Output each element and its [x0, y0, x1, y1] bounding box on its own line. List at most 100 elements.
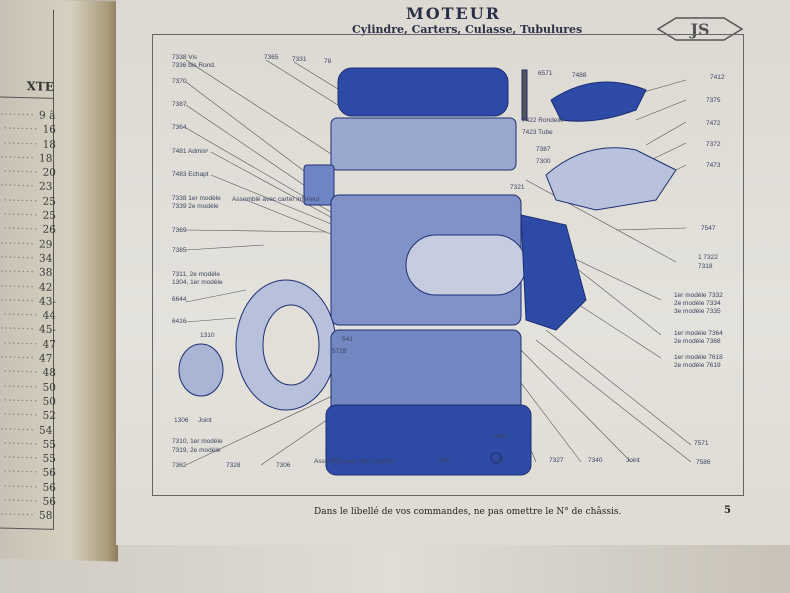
part-label: Joint [626, 457, 640, 464]
index-entry: ········ 56 [3, 465, 56, 480]
stud [521, 69, 528, 121]
part-label: 7339 2e modèle [172, 203, 219, 210]
index-entry: ········ 58 et 59 [0, 508, 56, 523]
part-label: 7547 [701, 225, 716, 232]
part-label: 7488 [572, 72, 587, 79]
part-label: 7365 [264, 54, 279, 61]
index-entry: ········ 16 [3, 122, 56, 137]
index-entry: ········ 20 [3, 165, 56, 180]
part-label: 7340 [588, 457, 603, 464]
part-label: 2e modèle 7619 [674, 362, 721, 369]
part-label: 7336 bis Rond. [172, 62, 216, 69]
index-entry: ········ 18 et 19 [0, 151, 56, 165]
part-label: 1304, 1er modèle [172, 279, 223, 286]
cylinder-head [330, 117, 517, 171]
part-label: 7338 1er modèle [172, 195, 221, 202]
oil-pan [325, 404, 532, 476]
part-label: 2e modèle 7334 [674, 300, 721, 307]
part-label: 7306 [276, 462, 291, 469]
part-label: 5728 [332, 348, 347, 355]
part-label: 7571 [694, 440, 709, 447]
engine-parts [178, 67, 677, 476]
part-label: 7481 [436, 457, 451, 464]
index-entry: ········ 42 et 43 [0, 280, 56, 294]
index-entry: ········ 25 [3, 194, 56, 208]
part-label: 7328 [226, 462, 241, 469]
part-label: 1310 [200, 332, 215, 339]
part-label: 7364 [172, 124, 187, 131]
index-entry: ········ 56 [3, 480, 56, 494]
catalog-page: MOTEUR Cylindre, Carters, Culasse, Tubul… [116, 0, 790, 545]
page-title: MOTEUR [406, 4, 501, 23]
part-label: 7472 [706, 120, 721, 127]
part-label: Assemblé avec bloc cylindre [314, 458, 397, 465]
part-label: 2e modèle 7368 [674, 338, 721, 345]
index-entry: ········ 54 et 55 [0, 422, 56, 437]
part-label: 541 [342, 336, 353, 343]
index-entry: ········ 38 et 39 [0, 265, 56, 280]
index-entry: ········ 52 [3, 408, 56, 423]
part-label: 7321 [510, 184, 525, 191]
part-label: 7375 [706, 97, 721, 104]
part-label: 573 [494, 457, 505, 464]
footer-note: Dans le libellé de vos commandes, ne pas… [314, 507, 622, 517]
part-label: 7318 [698, 263, 713, 270]
index-entry: ········ 34 à 36 [0, 251, 56, 265]
valve-cover [337, 67, 509, 117]
part-label: 3e modèle 7335 [674, 308, 721, 315]
part-label: 7362 [172, 462, 187, 469]
index-entry: ········ 44 [3, 308, 56, 323]
manifold-gasket [303, 164, 335, 206]
index-entry: ········ 50 [3, 380, 56, 394]
page-number: 5 [724, 505, 731, 516]
index-entry: ········ 29 à 31 [0, 237, 56, 251]
part-label: 7412 [710, 74, 725, 81]
part-label: 1er modèle 7364 [674, 330, 723, 337]
part-label: 7331 [292, 56, 307, 63]
diagram-frame [152, 34, 744, 496]
index-entry: ········ 23 et 24 [0, 179, 56, 194]
left-page: XTE ········ 9 à 14········ 16········ 1… [0, 0, 118, 562]
part-label: 78 [324, 58, 332, 65]
part-label: 1306 [174, 417, 189, 424]
leader-lines [185, 59, 692, 466]
engine-exploded-diagram [178, 59, 692, 476]
part-label: 7473 [706, 162, 721, 169]
part-label: Joint [198, 417, 212, 424]
part-label: 7300 [536, 158, 551, 165]
part-label: 7370 [172, 78, 187, 85]
part-label: 7586 [696, 459, 711, 466]
side-cover [405, 234, 527, 296]
part-label: 7369 [172, 227, 187, 234]
index-entry: ········ 45-58 et 59 [0, 322, 56, 338]
index-entry: ········ 55 [3, 437, 56, 451]
index-list: ········ 9 à 14········ 16········ 18···… [0, 108, 56, 524]
part-label: 1er modèle 7618 [674, 354, 723, 361]
part-label: 7311, 2e modèle [172, 271, 220, 278]
bearing-flange [178, 343, 224, 397]
timing-cover [520, 214, 587, 331]
part-label: 6571 [538, 70, 553, 77]
part-label: 7338 Vis [172, 54, 198, 61]
part-label: 7327 [549, 457, 564, 464]
index-entry: ········ 55 [3, 451, 56, 466]
part-label: 7387 [172, 101, 187, 108]
part-label: 7422 Rondelle [522, 117, 564, 124]
index-entry: ········ 50 [3, 394, 56, 408]
index-entry: ········ 47 et 48 [0, 351, 56, 366]
index-entry: ········ 18 [3, 137, 56, 151]
part-label: 7423 Tube [522, 129, 553, 136]
part-label: 7481 Admisⁿ [172, 148, 209, 155]
index-heading: XTE [0, 78, 54, 99]
index-entry: ········ 26 [3, 222, 56, 237]
intake-manifold [550, 81, 647, 122]
part-label: 6401 [494, 433, 509, 440]
part-label: 7372 [706, 141, 721, 148]
part-label: 7319, 2e modèle [172, 447, 221, 454]
index-entry: ········ 9 à 14 [0, 108, 56, 122]
index-entry: ········ 43-58 et 59 [0, 294, 56, 309]
exhaust-manifold [545, 147, 677, 211]
part-label: 6644 [172, 296, 187, 303]
index-entry: ········ 48 [3, 365, 56, 380]
